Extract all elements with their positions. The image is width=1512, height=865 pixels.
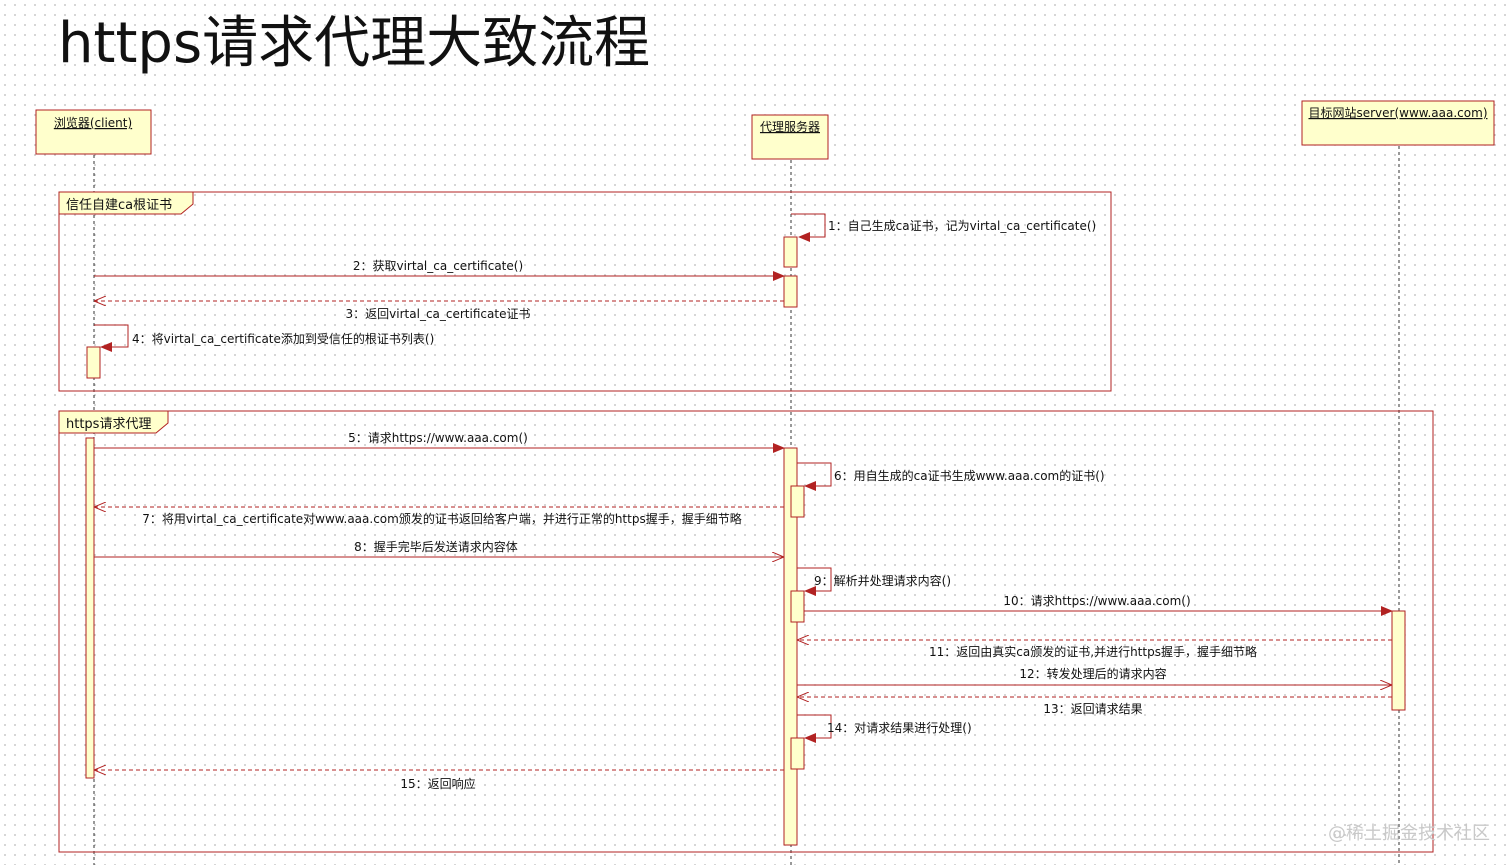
message-14-label: 14：对请求结果进行处理() xyxy=(827,721,972,735)
activation-proxy-6 xyxy=(790,485,805,518)
message-13: 13：返回请求结果 xyxy=(798,697,1392,716)
activation-target xyxy=(1391,610,1406,711)
page-title: https请求代理大致流程 xyxy=(58,11,651,76)
message-6: 6：用自生成的ca证书生成www.aaa.com的证书() xyxy=(797,462,1105,491)
message-11-label: 11：返回由真实ca颁发的证书,并进行https握手，握手细节略 xyxy=(929,644,1257,659)
message-8: 8：握手完毕后发送请求内容体 xyxy=(94,539,783,557)
message-15: 15：返回响应 xyxy=(95,770,784,791)
message-8-label: 8：握手完毕后发送请求内容体 xyxy=(354,539,518,554)
message-5: 5：请求https://www.aaa.com() xyxy=(94,431,785,453)
participant-proxy-label: 代理服务器 xyxy=(760,119,820,134)
participant-proxy: 代理服务器 xyxy=(751,114,829,160)
message-4: 4：将virtal_ca_certificate添加到受信任的根证书列表() xyxy=(94,324,434,352)
message-12: 12：转发处理后的请求内容 xyxy=(797,666,1391,685)
message-9-label: 9：解析并处理请求内容() xyxy=(814,573,951,588)
message-10: 10：请求https://www.aaa.com() xyxy=(804,594,1393,616)
participant-target-label: 目标网站server(www.aaa.com) xyxy=(1308,106,1487,120)
message-15-label: 15：返回响应 xyxy=(400,776,475,791)
message-10-label: 10：请求https://www.aaa.com() xyxy=(1003,594,1190,608)
fragment-trust: 信任自建ca根证书 xyxy=(58,191,1112,392)
message-14: 14：对请求结果进行处理() xyxy=(797,714,972,743)
message-1: 1：自己生成ca证书，记为virtal_ca_certificate() xyxy=(791,213,1096,242)
message-5-label: 5：请求https://www.aaa.com() xyxy=(348,431,528,445)
message-2-label: 2：获取virtal_ca_certificate() xyxy=(353,259,523,273)
message-12-label: 12：转发处理后的请求内容 xyxy=(1019,666,1166,681)
message-6-label: 6：用自生成的ca证书生成www.aaa.com的证书() xyxy=(834,468,1105,483)
activation-proxy-14 xyxy=(790,737,805,770)
activation-browser-main xyxy=(85,437,95,779)
message-13-label: 13：返回请求结果 xyxy=(1043,702,1142,716)
message-4-label: 4：将virtal_ca_certificate添加到受信任的根证书列表() xyxy=(132,331,434,346)
participant-browser-label: 浏览器(client) xyxy=(54,115,132,130)
message-9: 9：解析并处理请求内容() xyxy=(797,567,951,596)
message-3-label: 3：返回virtal_ca_certificate证书 xyxy=(346,307,531,321)
activation-proxy-2 xyxy=(783,275,798,308)
message-7: 7：将用virtal_ca_certificate对www.aaa.com颁发的… xyxy=(95,507,784,526)
participant-browser: 浏览器(client) xyxy=(35,109,152,155)
activation-proxy-1 xyxy=(783,236,798,268)
activation-proxy-9 xyxy=(790,590,805,623)
participant-target: 目标网站server(www.aaa.com) xyxy=(1301,100,1495,146)
fragment-proxying-label: https请求代理 xyxy=(66,417,151,432)
message-3: 3：返回virtal_ca_certificate证书 xyxy=(95,301,784,321)
message-11: 11：返回由真实ca颁发的证书,并进行https握手，握手细节略 xyxy=(798,640,1392,659)
watermark: @稀土掘金技术社区 xyxy=(1328,823,1490,844)
fragment-trust-label: 信任自建ca根证书 xyxy=(66,198,172,213)
message-2: 2：获取virtal_ca_certificate() xyxy=(94,259,785,281)
message-1-label: 1：自己生成ca证书，记为virtal_ca_certificate() xyxy=(828,219,1096,233)
activation-browser-1 xyxy=(86,346,101,379)
fragment-proxying: https请求代理 xyxy=(58,410,1434,853)
message-7-label: 7：将用virtal_ca_certificate对www.aaa.com颁发的… xyxy=(142,511,741,526)
